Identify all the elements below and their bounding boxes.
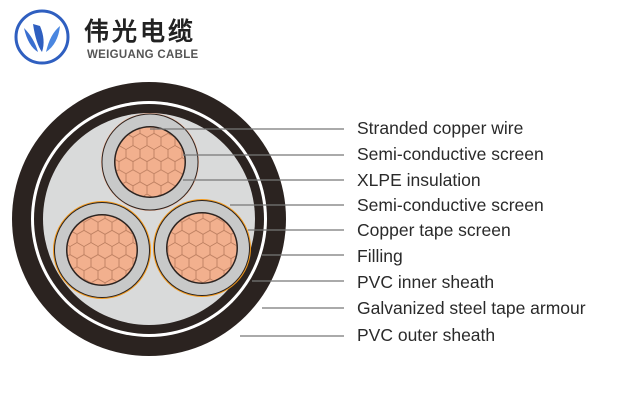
label-pvc-outer-sheath: PVC outer sheath <box>357 325 496 345</box>
core-top <box>101 113 199 211</box>
label-pvc-inner-sheath: PVC inner sheath <box>357 272 495 292</box>
label-semi-conductive-screen-inner: Semi-conductive screen <box>357 144 544 164</box>
label-galvanized-steel-tape-armour: Galvanized steel tape armour <box>357 298 586 318</box>
label-xlpe-insulation: XLPE insulation <box>357 170 481 190</box>
logo-icon <box>14 9 70 65</box>
label-stranded-copper-wire: Stranded copper wire <box>357 118 524 138</box>
label-semi-conductive-screen-outer: Semi-conductive screen <box>357 195 544 215</box>
leader-lines <box>150 128 344 337</box>
core-bottom-right <box>153 199 251 297</box>
label-filling: Filling <box>357 246 403 266</box>
label-copper-tape-screen: Copper tape screen <box>357 220 511 240</box>
core-bottom-left <box>53 201 151 299</box>
brand-name-cn: 伟光电缆 <box>84 17 197 46</box>
brand-name-en: WEIGUANG CABLE <box>87 49 199 61</box>
